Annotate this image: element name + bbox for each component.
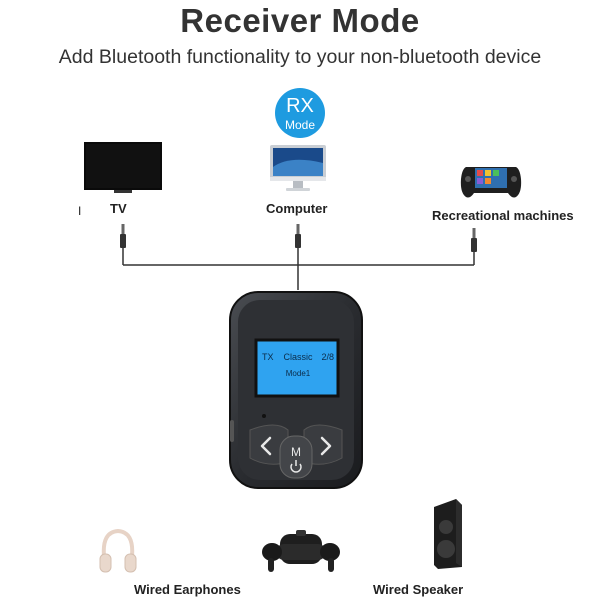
tv-icon <box>84 142 162 193</box>
screen-track-text: 2/8 <box>321 352 334 362</box>
stray-mark: I <box>78 204 82 218</box>
power-icon <box>290 460 302 473</box>
wired-speaker-label: Wired Speaker <box>373 582 464 597</box>
rx-mode-badge: RX Mode <box>275 88 325 138</box>
audio-jack-recreational <box>471 228 477 265</box>
page-title: Receiver Mode <box>180 2 420 39</box>
screen-eq-text: Classic <box>283 352 313 362</box>
badge-mode-text: Mode <box>285 118 315 132</box>
wired-earphones-label: Wired Earphones <box>134 582 241 597</box>
computer-label: Computer <box>266 201 328 216</box>
audio-jack-tv <box>120 224 126 265</box>
computer-icon <box>270 145 326 191</box>
lcd-screen <box>254 338 340 398</box>
badge-circle <box>275 88 325 138</box>
handheld-console-icon <box>460 167 522 198</box>
badge-rx-text: RX <box>286 95 314 117</box>
earbuds-case-icon <box>262 530 340 572</box>
chevron-left-icon <box>260 436 272 456</box>
mode-button[interactable] <box>279 435 313 479</box>
chevron-right-icon <box>320 436 332 456</box>
bluetooth-receiver-device: TX Classic 2/8 Mode1 M <box>229 291 363 489</box>
page-subtitle: Add Bluetooth functionality to your non-… <box>58 46 542 68</box>
recreational-machines-label: Recreational machines <box>432 208 574 223</box>
tv-label: TV <box>110 201 127 216</box>
mode-button-label: M <box>291 445 301 459</box>
headphones-icon <box>99 528 137 573</box>
audio-jack-computer <box>295 224 301 290</box>
screen-mode-text: TX <box>262 352 274 362</box>
speaker-icon <box>434 499 462 569</box>
screen-submode-text: Mode1 <box>286 369 311 378</box>
